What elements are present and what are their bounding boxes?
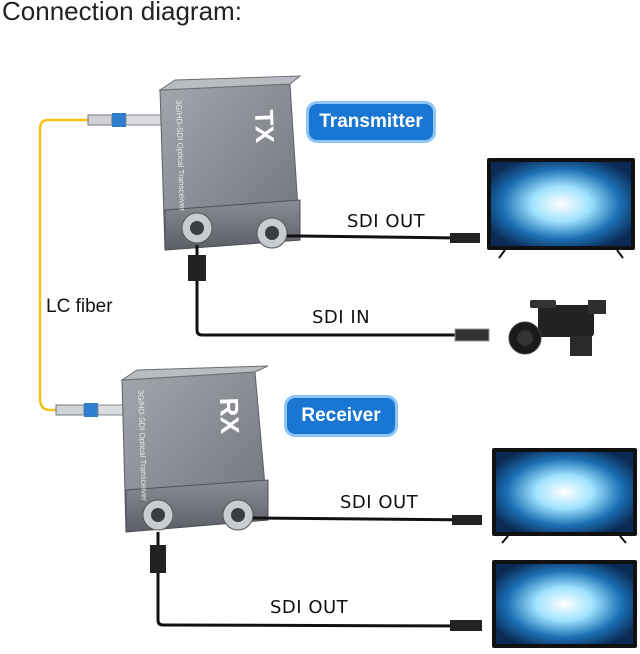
rx-bnc-left	[142, 499, 174, 531]
rx-side-text: 3G/HD-SDI Optical Transceiver	[136, 390, 149, 502]
tv-monitor-3	[492, 560, 637, 648]
lc-fiber-label: LC fiber	[46, 296, 113, 317]
video-camera-icon	[508, 300, 606, 356]
tx-sdi-out-cable	[287, 233, 480, 243]
diagram-title: Connection diagram:	[2, 0, 242, 26]
fiber-connector-bottom	[55, 403, 125, 417]
receiver-device: RX 3G/HD-SDI Optical Transceiver	[120, 365, 269, 533]
tx-side-text: 3G/HD-SDI Optical Transceiver	[174, 100, 187, 212]
fiber-connector-top	[87, 113, 163, 127]
rx-sdi-out-cable-2	[150, 532, 482, 631]
tv-monitor-2	[492, 448, 637, 544]
lc-fiber-cable	[38, 118, 118, 412]
tx-logo: TX	[249, 109, 280, 144]
tx-bnc-left	[181, 212, 213, 244]
rx-sdi-out-label-2: SDI OUT	[270, 597, 349, 618]
rx-sdi-out-label-1: SDI OUT	[340, 492, 419, 513]
receiver-badge: Receiver	[287, 398, 395, 434]
transmitter-device: TX 3G/HD-SDI Optical Transceiver	[158, 75, 302, 251]
tx-sdi-in-label: SDI IN	[312, 307, 371, 328]
tx-sdi-in-cable	[188, 245, 490, 342]
tv-monitor-1	[487, 158, 635, 259]
tx-sdi-out-label: SDI OUT	[347, 211, 426, 232]
transmitter-badge: Transmitter	[309, 104, 433, 140]
rx-logo: RX	[214, 397, 245, 435]
tx-bnc-right	[256, 217, 288, 249]
rx-sdi-out-cable-1	[252, 515, 482, 525]
rx-bnc-right	[222, 499, 254, 531]
